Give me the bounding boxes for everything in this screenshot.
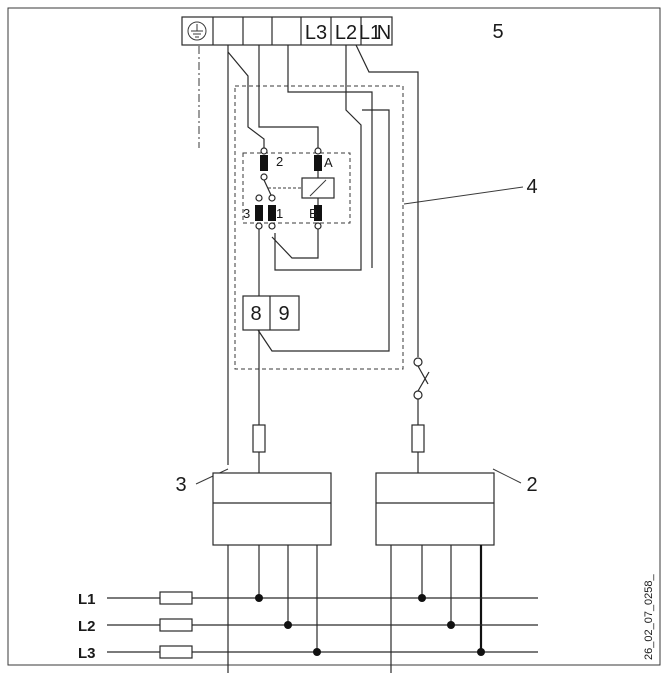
phase-fuse-l3 <box>159 645 193 659</box>
relay-enclosure <box>242 152 351 224</box>
phase-label-l2: L2 <box>78 618 96 635</box>
control-unit-enclosure <box>234 85 404 370</box>
leader-3 <box>195 468 229 485</box>
wiring <box>227 44 429 473</box>
relay-contacts <box>255 147 335 230</box>
relay-label-2: 2 <box>276 154 283 169</box>
figure-id: 26_02_07_0258_ <box>643 573 655 660</box>
terminal-strip: L3 L2 L1 N <box>181 16 393 46</box>
diagram-frame <box>7 7 661 666</box>
phase-label-l3: L3 <box>78 645 96 662</box>
phase-lines <box>107 591 538 659</box>
terminal-label-l3: L3 <box>305 22 327 44</box>
switch-contact <box>413 357 430 400</box>
terminal-8: 8 <box>250 303 261 325</box>
terminal-block-8-9 <box>242 295 300 331</box>
callout-5: 5 <box>492 21 503 43</box>
callout-4: 4 <box>526 176 537 198</box>
callout-2: 2 <box>526 474 537 496</box>
contactor-3 <box>212 472 332 546</box>
relay-label-a: A <box>324 155 333 170</box>
phase-label-l1: L1 <box>78 591 96 608</box>
phase-fuse-l2 <box>159 618 193 632</box>
contactor-outputs <box>227 545 483 673</box>
contactor-2 <box>375 472 495 546</box>
callout-3: 3 <box>175 474 186 496</box>
relay-label-1: 1 <box>276 206 283 221</box>
terminal-label-l1: L1 <box>359 22 381 44</box>
earth-ground-icon <box>187 21 207 41</box>
fuse-left <box>252 424 266 453</box>
relay-label-3: 3 <box>243 206 250 221</box>
leader-4 <box>403 186 524 205</box>
terminal-label-l2: L2 <box>335 22 357 44</box>
fuse-right <box>411 424 425 453</box>
terminal-label-n: N <box>377 22 391 44</box>
phase-fuse-l1 <box>159 591 193 605</box>
terminal-9: 9 <box>278 303 289 325</box>
relay-label-b: B <box>309 206 318 221</box>
leader-2 <box>492 468 522 484</box>
